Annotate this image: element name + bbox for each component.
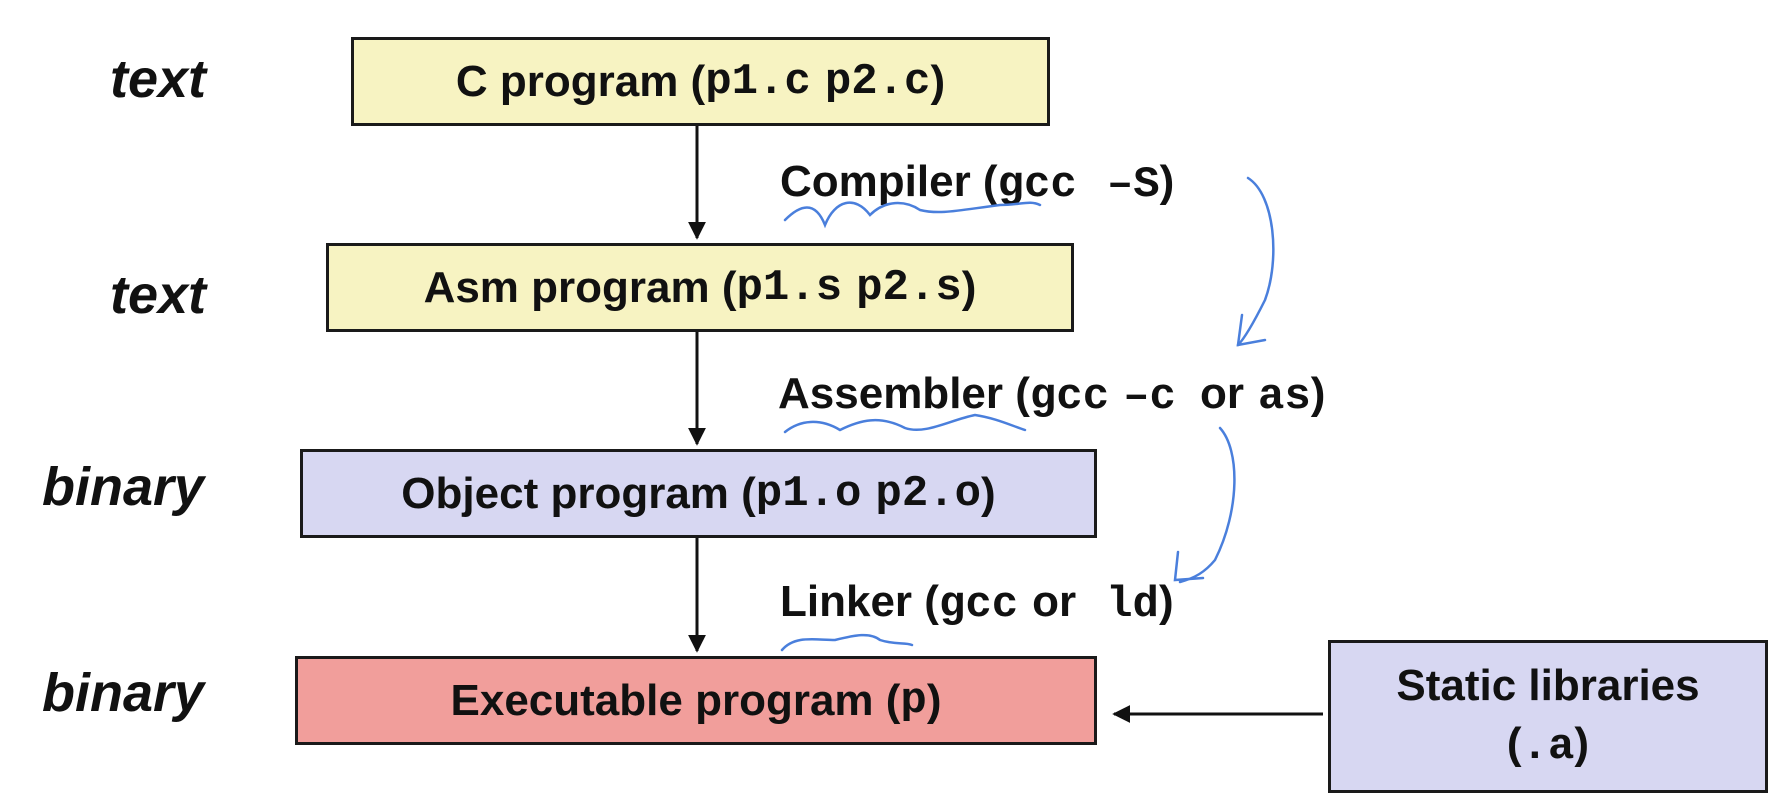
asm-file-1: p1.s xyxy=(736,262,843,313)
kind-label-asm: text xyxy=(110,265,207,325)
handwritten-annotations xyxy=(780,176,1275,652)
object-program-close: ) xyxy=(981,468,996,518)
compiler-underline-scribble xyxy=(783,201,1042,229)
c-program-close: ) xyxy=(930,56,946,106)
asm-program-close: ) xyxy=(961,262,977,312)
executable-program-close: ) xyxy=(926,675,942,725)
asm-program-label: Asm program ( xyxy=(423,262,737,312)
compiler-cmd-1: gcc xyxy=(997,160,1077,210)
linker-open: ( xyxy=(912,577,939,626)
linker-underline-scribble xyxy=(780,633,914,652)
kind-label-exe: binary xyxy=(42,663,205,723)
static-libraries-box: Static libraries (.a) xyxy=(1328,640,1768,793)
object-file-1: p1.o xyxy=(755,468,862,519)
executable-file: p xyxy=(900,675,927,726)
assembler-name: Assembler xyxy=(778,369,1004,418)
object-file-2: p2.o xyxy=(875,468,982,519)
static-libraries-open: ( xyxy=(1506,718,1522,768)
executable-program-label: Executable program ( xyxy=(450,675,901,725)
linker-close: ) xyxy=(1158,577,1174,626)
compiler-name: Compiler xyxy=(780,157,971,206)
c-program-label: C program ( xyxy=(455,56,706,106)
assembler-cmd-3: as xyxy=(1257,372,1311,422)
linker-name: Linker xyxy=(780,577,913,626)
kind-label-obj: binary xyxy=(42,457,205,517)
c-file-2: p2.c xyxy=(824,56,931,107)
curve-compiler-to-assembler xyxy=(1236,176,1275,347)
linker-cmd-1: gcc xyxy=(938,580,1019,630)
c-file-1: p1.c xyxy=(705,56,811,107)
kind-label-c: text xyxy=(110,49,207,109)
curve-assembler-to-linker xyxy=(1178,426,1236,584)
asm-file-2: p2.s xyxy=(856,262,962,313)
object-program-box: Object program (p1.o p2.o) xyxy=(300,449,1097,538)
linker-or: or xyxy=(1032,577,1077,626)
static-libraries-ext: .a xyxy=(1521,721,1575,772)
c-program-box: C program (p1.c p2.c) xyxy=(351,37,1050,126)
assembler-cmd-1: gcc xyxy=(1029,372,1110,422)
assembler-open: ( xyxy=(1003,369,1030,418)
linker-cmd-2: ld xyxy=(1106,580,1159,630)
curve-compiler-arrowhead xyxy=(1236,313,1267,347)
compiler-open: ( xyxy=(970,157,998,206)
curve-assembler-arrowhead xyxy=(1173,550,1205,582)
compiler-step-label: Compiler (gcc –S) xyxy=(780,157,1175,210)
static-libraries-label: Static libraries xyxy=(1396,661,1700,711)
static-libraries-close: ) xyxy=(1574,718,1590,768)
asm-program-box: Asm program (p1.s p2.s) xyxy=(326,243,1074,332)
assembler-cmd-2: –c xyxy=(1123,372,1176,422)
compiler-close: ) xyxy=(1159,157,1175,206)
assembler-or: or xyxy=(1199,369,1244,418)
executable-program-box: Executable program (p) xyxy=(295,656,1097,745)
assembler-underline-scribble xyxy=(783,413,1027,434)
assembler-close: ) xyxy=(1310,369,1326,418)
compiler-cmd-2: –S xyxy=(1106,160,1160,210)
object-program-label: Object program ( xyxy=(401,468,756,518)
